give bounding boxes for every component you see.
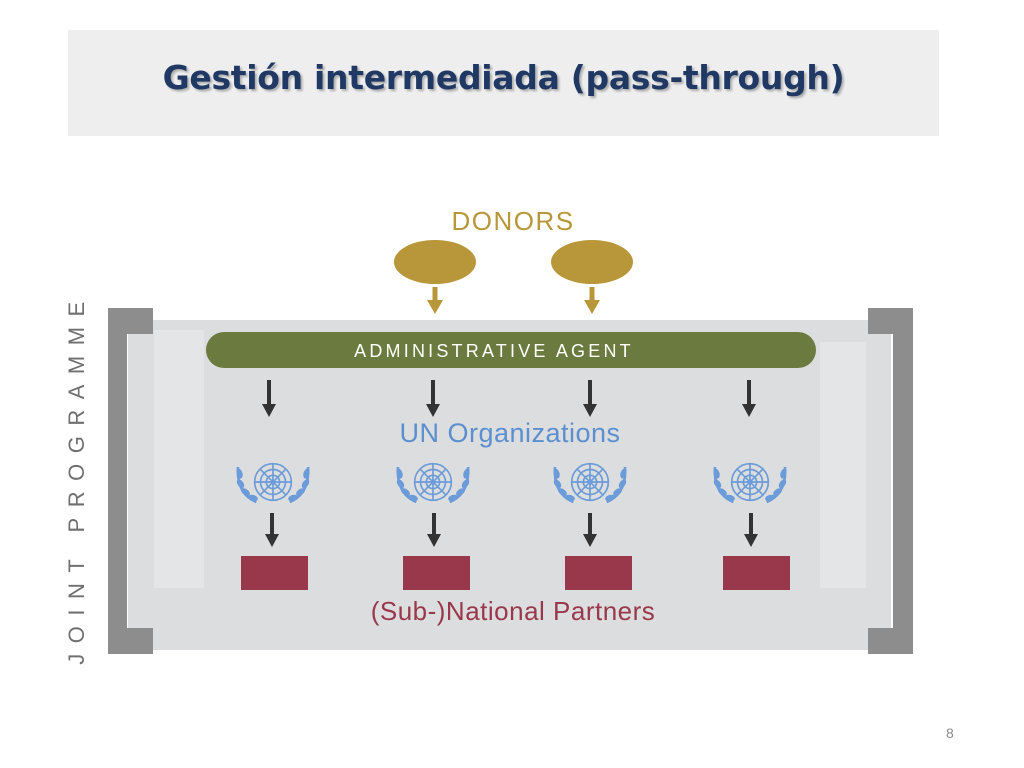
arrow-down-icon [426,380,440,417]
title-bar: Gestión intermediada (pass-through) [68,30,939,136]
arrow-down-icon [744,513,758,547]
arrow-down-icon [742,380,756,417]
frame-right-top [868,308,913,334]
arrow-down-icon [427,287,443,314]
administrative-agent-label: ADMINISTRATIVE AGENT [354,341,634,361]
frame-left-top [108,308,153,334]
panel-inner-right [820,342,866,588]
partner-box [241,556,308,590]
donor-circle [394,240,476,284]
arrow-down-icon [265,513,279,547]
arrow-down-icon [262,380,276,417]
national-partners-label: (Sub-)National Partners [371,596,656,626]
page-number: 8 [946,725,954,741]
frame-left-bar [108,308,127,654]
frame-left-bottom [108,628,153,654]
frame-right-bar [893,308,913,654]
arrow-down-icon [583,380,597,417]
partner-box [565,556,632,590]
administrative-agent-bar [206,332,816,368]
donors-label: DONORS [451,206,574,236]
donor-circle [551,240,633,284]
frame-right-bottom [868,628,913,654]
panel-inner-left [154,330,204,588]
arrow-down-icon [584,287,600,314]
arrow-down-icon [583,513,597,547]
slide-title: Gestión intermediada (pass-through) [162,58,845,97]
partner-box [723,556,790,590]
partner-box [403,556,470,590]
un-organizations-label: UN Organizations [399,418,620,448]
arrow-down-icon [427,513,441,547]
joint-programme-label: JOINT PROGRAMME [64,291,89,664]
